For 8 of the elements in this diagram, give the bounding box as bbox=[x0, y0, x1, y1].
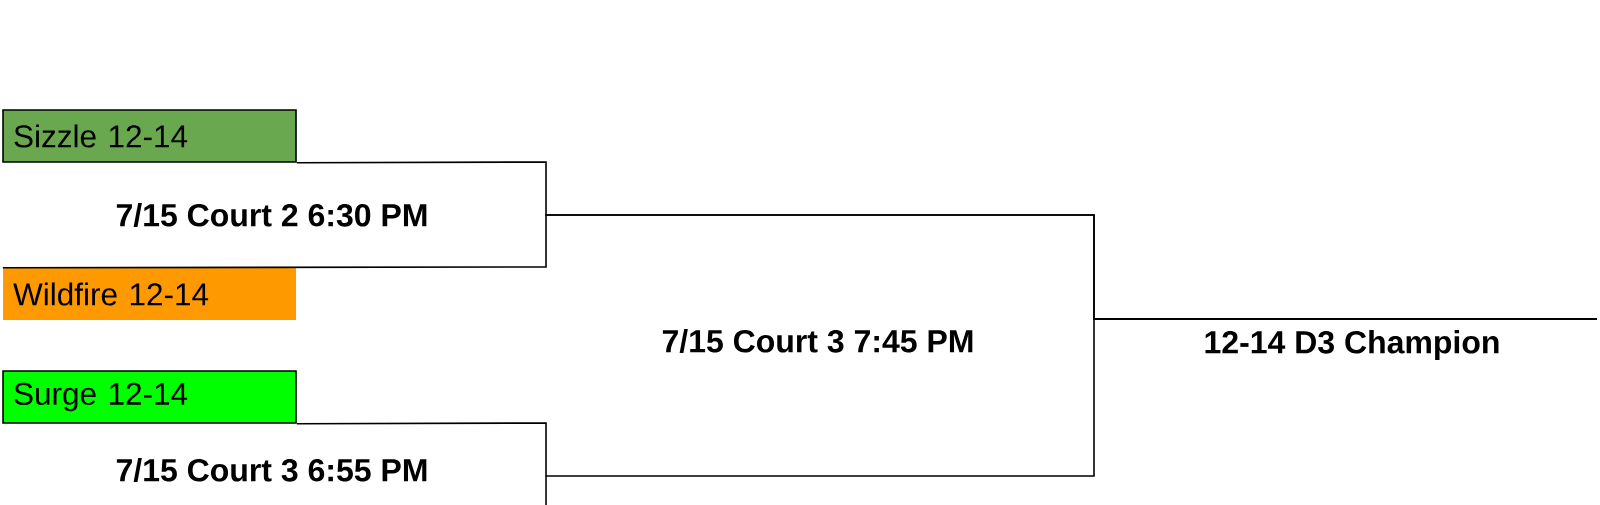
champion-label: 12-14 D3 Champion bbox=[1205, 330, 1499, 360]
team-box: Wildfire 12-14 bbox=[3, 268, 296, 320]
team-box: Surge 12-14 bbox=[2, 370, 297, 424]
team-box: Sizzle 12-14 bbox=[2, 109, 297, 163]
match-label: 7/15 Court 2 6:30 PM bbox=[116, 203, 427, 227]
bracket-line bbox=[296, 318, 1598, 477]
match-label: 7/15 Court 3 7:45 PM bbox=[662, 329, 973, 353]
match-label: 7/15 Court 3 6:55 PM bbox=[116, 458, 427, 482]
